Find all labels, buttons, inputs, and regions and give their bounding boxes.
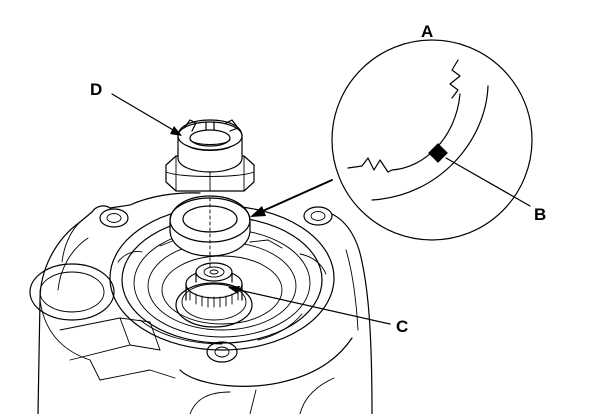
housing: [29, 192, 373, 414]
callout-b: B: [534, 205, 546, 224]
detail-view-a: [331, 39, 533, 241]
slotted-nut-part-d: [165, 119, 255, 192]
marker-b: [428, 143, 448, 163]
callout-c: C: [396, 317, 408, 336]
shaft-part-c: [175, 262, 253, 328]
callout-d: D: [90, 80, 102, 99]
callout-a: A: [421, 22, 433, 41]
leader-lines: [111, 93, 531, 325]
